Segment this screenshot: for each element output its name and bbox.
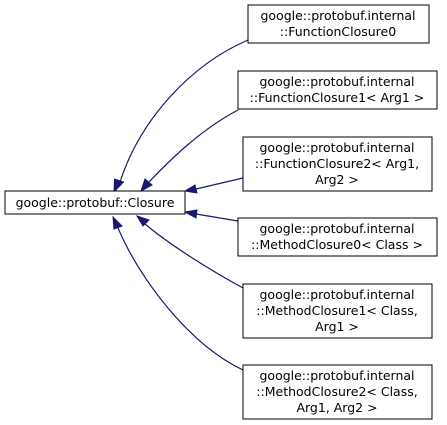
edge-method-closure2 [117,227,244,371]
derived-node-line2: ::MethodClosure1< Class, [256,303,417,318]
edge-function-closure0 [119,39,249,183]
derived-node-function-closure0[interactable]: google::protobuf.internal ::FunctionClos… [247,4,430,44]
edge-function-closure1 [147,109,239,184]
derived-node-line2: ::FunctionClosure1< Arg1 > [250,90,425,105]
inheritance-edges [112,39,249,371]
derived-node-method-closure2[interactable]: google::protobuf.internal ::MethodClosur… [242,364,433,420]
derived-node-line1: google::protobuf.internal [259,221,414,236]
derived-node-line3: Arg2 > [315,172,359,187]
arrowhead-method-closure2 [112,215,123,230]
derived-node-method-closure1[interactable]: google::protobuf.internal ::MethodClosur… [242,283,433,339]
derived-node-line2: ::MethodClosure0< Class > [251,237,423,252]
derived-node-function-closure1[interactable]: google::protobuf.internal ::FunctionClos… [237,70,438,110]
derived-node-line1: google::protobuf.internal [259,368,414,383]
edge-function-closure2 [195,177,244,190]
arrowhead-function-closure2 [183,184,198,194]
arrowhead-method-closure1 [135,215,150,227]
base-class-node[interactable]: google::protobuf::Closure [4,190,186,215]
derived-node-line1: google::protobuf.internal [260,8,415,23]
derived-node-line1: google::protobuf.internal [259,74,414,89]
arrowhead-method-closure0 [183,209,198,219]
arrowhead-function-closure0 [113,178,125,194]
base-class-label: google::protobuf::Closure [16,195,175,210]
derived-node-line1: google::protobuf.internal [259,287,414,302]
derived-node-line3: Arg1, Arg2 > [296,400,377,415]
derived-node-line3: Arg1 > [315,319,359,334]
arrowhead-function-closure1 [140,178,153,193]
derived-node-line2: ::FunctionClosure0 [280,24,396,39]
derived-node-method-closure0[interactable]: google::protobuf.internal ::MethodClosur… [237,217,438,257]
derived-node-function-closure2[interactable]: google::protobuf.internal ::FunctionClos… [242,136,433,192]
edge-method-closure0 [195,213,239,222]
edge-method-closure1 [144,223,244,289]
derived-node-line1: google::protobuf.internal [259,140,414,155]
derived-node-line2: ::MethodClosure2< Class, [256,384,417,399]
derived-node-line2: ::FunctionClosure2< Arg1, [255,156,419,171]
